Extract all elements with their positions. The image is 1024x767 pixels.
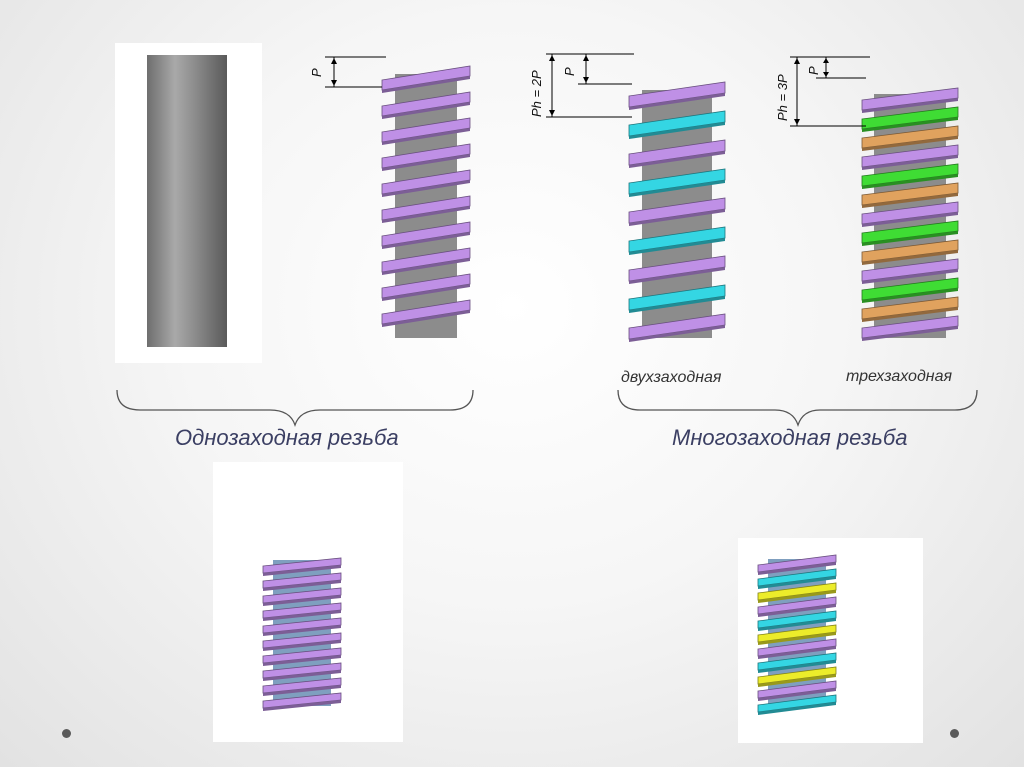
caption-single-start: Однозаходная резьба: [175, 425, 399, 451]
pitch-label-three: P: [806, 66, 821, 75]
slide-corner-dot-left: [62, 729, 71, 738]
brace-single: [117, 390, 473, 425]
lead-label-three: Ph = 3P: [775, 74, 790, 121]
pitch-label-two: P: [562, 67, 577, 76]
caption-multi-start: Многозаходная резьба: [672, 425, 907, 451]
pitch-label-single: P: [309, 68, 324, 77]
lead-label-two: Ph = 2P: [529, 70, 544, 117]
label-two-start: двухзаходная: [621, 369, 721, 387]
label-three-start: трехзаходная: [846, 368, 952, 386]
slide-corner-dot-right: [950, 729, 959, 738]
brace-multi: [618, 390, 977, 425]
